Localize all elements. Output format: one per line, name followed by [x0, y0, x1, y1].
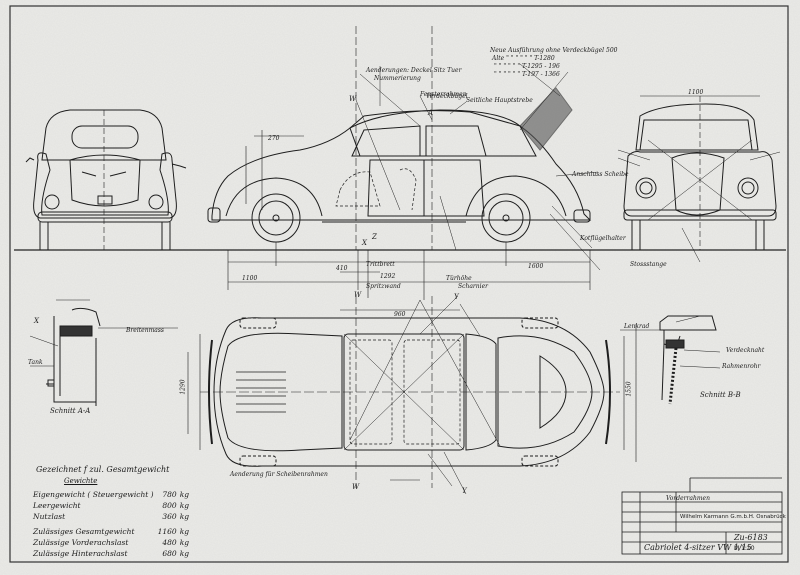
- weight-label: Eigengewicht ( Steuergewicht ): [33, 490, 154, 499]
- weight-label: Zulässige Hinterachslast: [33, 549, 128, 558]
- weight-value: 1160: [157, 527, 177, 536]
- weight-unit: kg: [179, 512, 190, 521]
- dim-d5: 1292: [380, 273, 396, 280]
- label-verdeck-naht: Verdecknaht: [726, 347, 765, 354]
- title-block-scale: M 1:10: [734, 545, 755, 552]
- callout-x-section: X: [34, 317, 39, 325]
- label-fenster: Fensterrahmen: [420, 91, 467, 98]
- label-rahmen: Rahmenrohr: [722, 363, 761, 370]
- callout-z: Z: [372, 233, 377, 241]
- weight-unit: kg: [179, 501, 190, 510]
- annotation-line-1: Neue Ausführung ohne Verdeckbügel 500: [490, 47, 618, 54]
- label-tuerhoehe: Türhöhe: [446, 275, 472, 282]
- label-fusslappen: Aenderung für Scheibenrahmen: [230, 471, 328, 478]
- callout-w: W: [349, 95, 357, 103]
- gezeichnet-note: Gezeichnet f zul. Gesamtgewicht: [36, 465, 170, 474]
- label-tank: Tank: [28, 359, 43, 366]
- weight-unit: kg: [179, 527, 190, 536]
- label-scheibe: Anschluss Scheibe: [572, 171, 629, 178]
- callout-w-plan: W: [354, 291, 362, 299]
- label-stiftmass: Breitenmass: [126, 327, 164, 334]
- weight-value: 480: [162, 538, 177, 547]
- section-label-a: Schnitt A-A: [50, 407, 91, 415]
- weight-value: 780: [162, 490, 177, 499]
- label-stoss: Stossstange: [630, 261, 667, 268]
- label-tretbrett: Trittbrett: [366, 261, 395, 268]
- weight-label: Zulässige Vorderachslast: [33, 538, 129, 547]
- dim-d3: 1600: [528, 263, 544, 270]
- callout-y-plan-bottom: Y: [462, 487, 467, 495]
- rear-view: [25, 109, 187, 250]
- title-block-company: Wilhelm Karmann G.m.b.H. Osnabrück: [680, 514, 786, 520]
- label-kotflugel: Kotflügelhalter: [580, 235, 626, 242]
- weight-value: 800: [162, 501, 177, 510]
- dim-d9: 1290: [179, 379, 187, 395]
- callout-y-plan: Y: [454, 293, 459, 301]
- callout-a: A: [428, 109, 434, 117]
- section-label-b: Schnitt B-B: [700, 391, 741, 399]
- top-note-b: Nummerierung: [374, 75, 421, 82]
- plan-view: [187, 295, 637, 495]
- title-block-number: Zu-6183: [734, 533, 768, 542]
- title-block-frame: [621, 477, 783, 555]
- weight-label: Nutzlast: [33, 512, 66, 521]
- weight-unit: kg: [179, 538, 190, 547]
- label-seiten-haupt: Seitliche Hauptstrebe: [466, 97, 533, 104]
- section-b-b: [620, 315, 721, 405]
- dim-d8: 960: [394, 311, 406, 318]
- annotation-line-2: Alte " " " " " " T-1280: [492, 55, 555, 62]
- dim-d6: 410: [336, 265, 348, 272]
- top-note-a: Aenderungen: Deckel Sitz Tuer: [366, 67, 462, 74]
- weight-label: Zulässiges Gesamtgewicht: [33, 527, 135, 536]
- weight-unit: kg: [179, 490, 190, 499]
- weight-label: Leergewicht: [33, 501, 81, 510]
- weights-title: Gewichte: [64, 477, 98, 485]
- label-verdeck-bugel: Verdeckbügel: [426, 93, 468, 100]
- label-scharnier: Scharnier: [458, 283, 488, 290]
- sheet-border: [9, 5, 789, 563]
- dim-d12: 270: [268, 135, 280, 142]
- weight-unit: kg: [179, 549, 190, 558]
- callout-x: X: [362, 239, 367, 247]
- dim-d10: 1550: [625, 381, 633, 397]
- weight-value: 360: [162, 512, 177, 521]
- label-spritz: Spritzwand: [366, 283, 401, 290]
- label-vorder-rahmen: Vorderrahmen: [666, 495, 710, 502]
- section-a-a: [29, 299, 178, 406]
- title-block-title: Cabriolet 4-sitzer VW 1/15: [644, 543, 752, 552]
- dim-d1: 1100: [242, 275, 258, 282]
- callout-w-plan-bottom: W: [352, 483, 360, 491]
- dim-d11: 1100: [688, 89, 704, 96]
- label-lenkrad: Lenkrad: [624, 323, 650, 330]
- weight-value: 680: [162, 549, 177, 558]
- annotation-line-3: " " " " " " T-1295 - 196: [494, 63, 560, 70]
- annotation-line-4: " " " " " " T-197 - 1366: [494, 71, 560, 78]
- side-view: [207, 26, 601, 300]
- front-view: [617, 95, 781, 263]
